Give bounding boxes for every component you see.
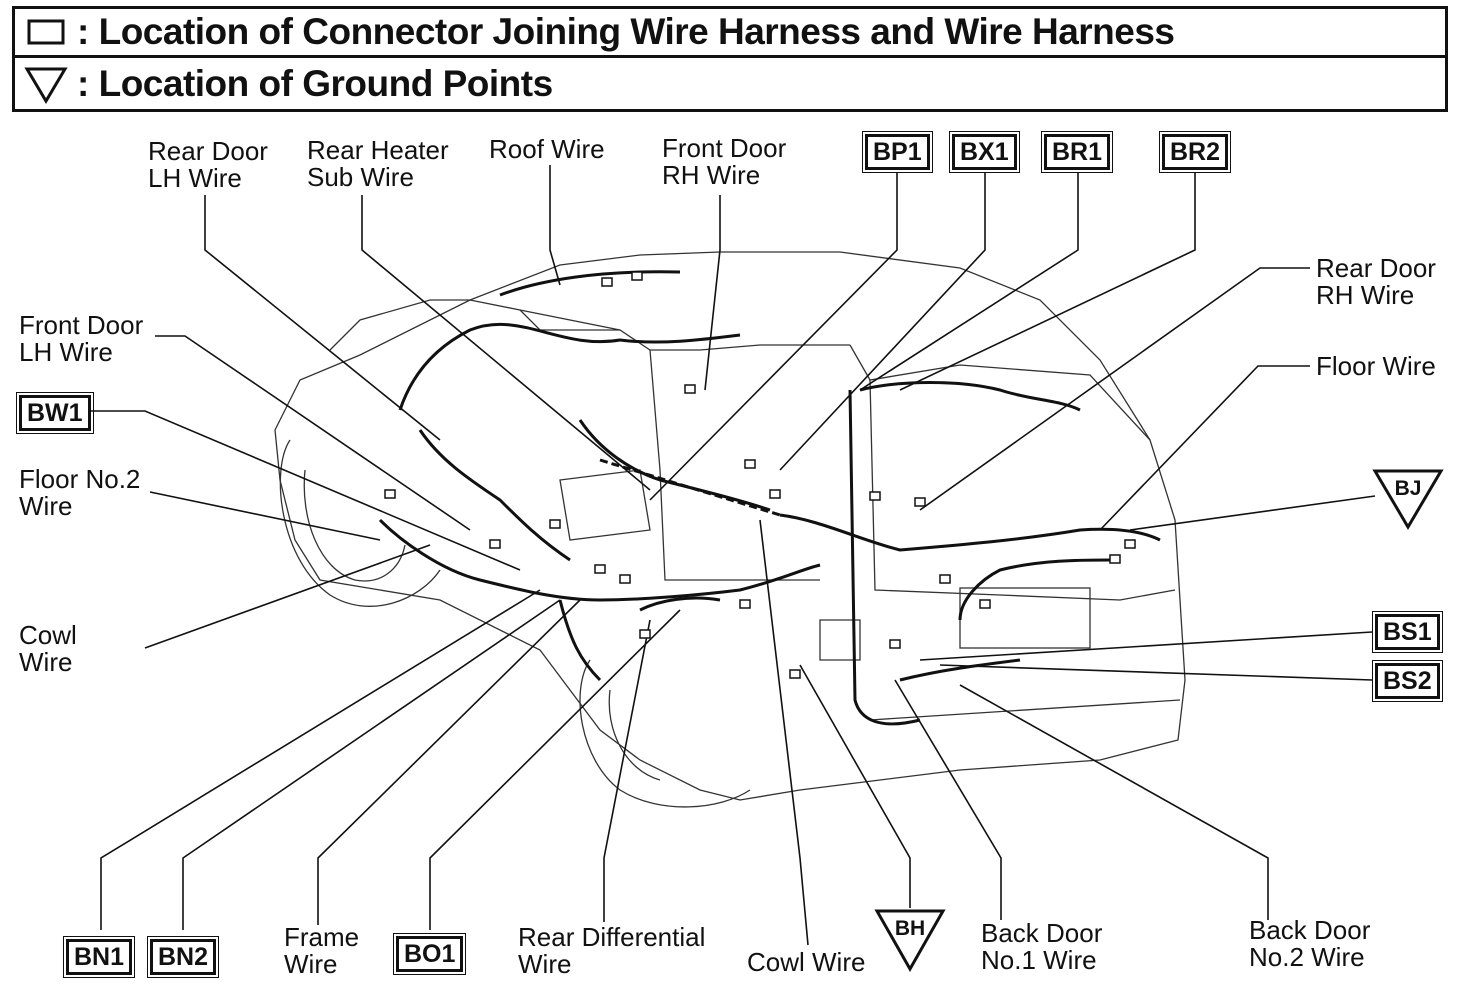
connector-bn1: BN1 bbox=[62, 936, 136, 978]
connector-bo1: BO1 bbox=[392, 933, 467, 975]
ground-point-bj: BJ bbox=[1372, 468, 1444, 530]
connector-br2: BR2 bbox=[1158, 131, 1232, 173]
connector-br1: BR1 bbox=[1040, 131, 1114, 173]
label-rear-door-rh-wire: Rear Door RH Wire bbox=[1316, 253, 1436, 310]
label-floor-wire: Floor Wire bbox=[1316, 351, 1436, 381]
ground-triangle-icon bbox=[1372, 469, 1444, 530]
label-roof-wire: Roof Wire bbox=[489, 134, 605, 164]
connector-bp1: BP1 bbox=[862, 131, 933, 173]
label-cowl-wire-left: Cowl Wire bbox=[19, 620, 77, 677]
ground-triangle-icon bbox=[874, 909, 946, 973]
connector-bs2: BS2 bbox=[1372, 660, 1443, 702]
ground-point-bh: BH bbox=[874, 908, 946, 973]
label-back-door-no1-wire: Back Door No.1 Wire bbox=[981, 918, 1103, 975]
label-frame-wire: Frame Wire bbox=[284, 922, 360, 979]
label-back-door-no2-wire: Back Door No.2 Wire bbox=[1249, 915, 1371, 972]
label-rear-heater-sub-wire: Rear Heater Sub Wire bbox=[307, 135, 449, 192]
label-floor-no2-wire: Floor No.2 Wire bbox=[19, 464, 141, 521]
connector-bs1: BS1 bbox=[1372, 611, 1443, 653]
connector-bn2: BN2 bbox=[146, 936, 220, 978]
label-cowl-wire-bottom: Cowl Wire bbox=[747, 947, 866, 977]
legend-connector-text: : Location of Connector Joining Wire Har… bbox=[77, 11, 1175, 52]
legend-connector-row: : Location of Connector Joining Wire Har… bbox=[12, 6, 1448, 58]
connector-bw1: BW1 bbox=[16, 392, 94, 434]
label-rear-differential-wire: Rear Differential Wire bbox=[518, 922, 706, 979]
ground-symbol-icon bbox=[15, 64, 77, 104]
label-rear-door-lh-wire: Rear Door LH Wire bbox=[148, 136, 268, 193]
label-front-door-lh-wire: Front Door LH Wire bbox=[19, 310, 144, 367]
label-front-door-rh-wire: Front Door RH Wire bbox=[662, 133, 787, 190]
legend-ground-text: : Location of Ground Points bbox=[77, 62, 553, 104]
connector-symbol-icon bbox=[15, 18, 77, 46]
connector-bx1: BX1 bbox=[949, 131, 1020, 173]
legend-ground-row: : Location of Ground Points bbox=[12, 58, 1448, 112]
